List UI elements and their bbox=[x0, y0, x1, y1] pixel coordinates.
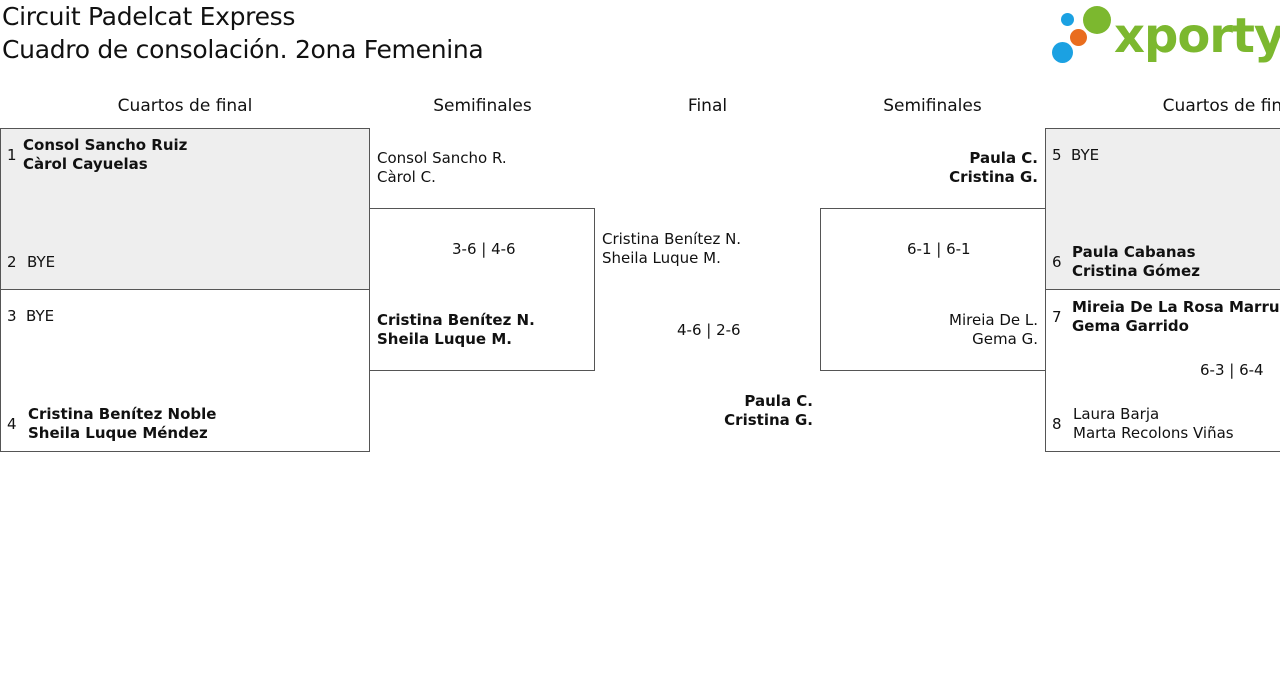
player-name: Cristina Benítez N. bbox=[377, 311, 535, 329]
tournament-title: Circuit Padelcat Express bbox=[2, 2, 296, 31]
logo-dot-blue-small bbox=[1061, 13, 1074, 26]
team-names[interactable]: Mireia De L. Gema G. bbox=[900, 311, 1038, 349]
team-names[interactable]: Paula Cabanas Cristina Gómez bbox=[1072, 243, 1200, 281]
team-names[interactable]: Cristina Benítez N. Sheila Luque M. bbox=[377, 311, 535, 349]
team-names[interactable]: Consol Sancho Ruiz Càrol Cayuelas bbox=[23, 136, 187, 174]
player-name: Càrol Cayuelas bbox=[23, 155, 148, 173]
player-name: Cristina Gómez bbox=[1072, 262, 1200, 280]
logo-dot-green bbox=[1083, 6, 1111, 34]
player-name: Sheila Luque M. bbox=[377, 330, 512, 348]
round-header-quarterfinals-right: Cuartos de final bbox=[1162, 96, 1280, 116]
match-score: 6-3 | 6-4 bbox=[1200, 361, 1264, 379]
player-name: Gema Garrido bbox=[1072, 317, 1189, 335]
player-name: Mireia De La Rosa Marruedo bbox=[1072, 298, 1280, 316]
player-name: Paula Cabanas bbox=[1072, 243, 1196, 261]
draw-subtitle: Cuadro de consolación. 2ona Femenina bbox=[2, 35, 484, 64]
match-box-qf1 bbox=[0, 128, 370, 290]
seed-number: 8 bbox=[1052, 415, 1062, 433]
logo-dot-blue-large bbox=[1052, 42, 1073, 63]
bye-label: BYE bbox=[1071, 146, 1100, 164]
team-names[interactable]: Cristina Benítez N. Sheila Luque M. bbox=[602, 230, 741, 268]
match-score: 6-1 | 6-1 bbox=[907, 240, 971, 258]
player-name: Mireia De L. bbox=[949, 311, 1038, 329]
player-name: Consol Sancho R. bbox=[377, 149, 507, 167]
player-name: Càrol C. bbox=[377, 168, 436, 186]
match-box-qf4 bbox=[1045, 289, 1280, 452]
player-name: Cristina Benítez N. bbox=[602, 230, 742, 248]
player-name: Paula C. bbox=[969, 149, 1038, 167]
match-score: 4-6 | 2-6 bbox=[677, 321, 741, 339]
team-names[interactable]: Laura Barja Marta Recolons Viñas bbox=[1073, 405, 1234, 443]
team-names[interactable]: Consol Sancho R. Càrol C. bbox=[377, 149, 507, 187]
player-name: Cristina Benítez Noble bbox=[28, 405, 217, 423]
match-box-sf-left bbox=[369, 208, 595, 371]
round-header-semifinals-left: Semifinales bbox=[433, 96, 532, 116]
team-names[interactable]: Cristina Benítez Noble Sheila Luque Ménd… bbox=[28, 405, 216, 443]
seed-number: 6 bbox=[1052, 253, 1062, 271]
bye-label: BYE bbox=[26, 307, 55, 325]
player-name: Gema G. bbox=[972, 330, 1038, 348]
player-name: Paula C. bbox=[744, 392, 813, 410]
player-name: Marta Recolons Viñas bbox=[1073, 424, 1234, 442]
seed-number: 5 bbox=[1052, 146, 1062, 164]
seed-number: 7 bbox=[1052, 308, 1062, 326]
team-names[interactable]: Mireia De La Rosa Marruedo Gema Garrido bbox=[1072, 298, 1280, 336]
logo-wordmark: xporty bbox=[1114, 8, 1280, 64]
seed-number: 4 bbox=[7, 415, 17, 433]
player-name: Sheila Luque M. bbox=[602, 249, 721, 267]
round-header-quarterfinals-left: Cuartos de final bbox=[117, 96, 253, 116]
team-names[interactable]: Paula C. Cristina G. bbox=[700, 392, 813, 430]
seed-number: 2 bbox=[7, 253, 17, 271]
team-names[interactable]: Paula C. Cristina G. bbox=[900, 149, 1038, 187]
player-name: Cristina G. bbox=[949, 168, 1038, 186]
player-name: Cristina G. bbox=[724, 411, 813, 429]
player-name: Laura Barja bbox=[1073, 405, 1160, 423]
seed-number: 3 bbox=[7, 307, 17, 325]
bye-label: BYE bbox=[27, 253, 56, 271]
round-header-final: Final bbox=[687, 96, 728, 116]
xporty-logo[interactable]: xporty bbox=[1050, 4, 1280, 68]
player-name: Sheila Luque Méndez bbox=[28, 424, 208, 442]
logo-dot-orange bbox=[1070, 29, 1087, 46]
seed-number: 1 bbox=[7, 146, 17, 164]
match-score: 3-6 | 4-6 bbox=[452, 240, 516, 258]
round-header-semifinals-right: Semifinales bbox=[883, 96, 982, 116]
player-name: Consol Sancho Ruiz bbox=[23, 136, 188, 154]
match-box-qf3 bbox=[1045, 128, 1280, 290]
